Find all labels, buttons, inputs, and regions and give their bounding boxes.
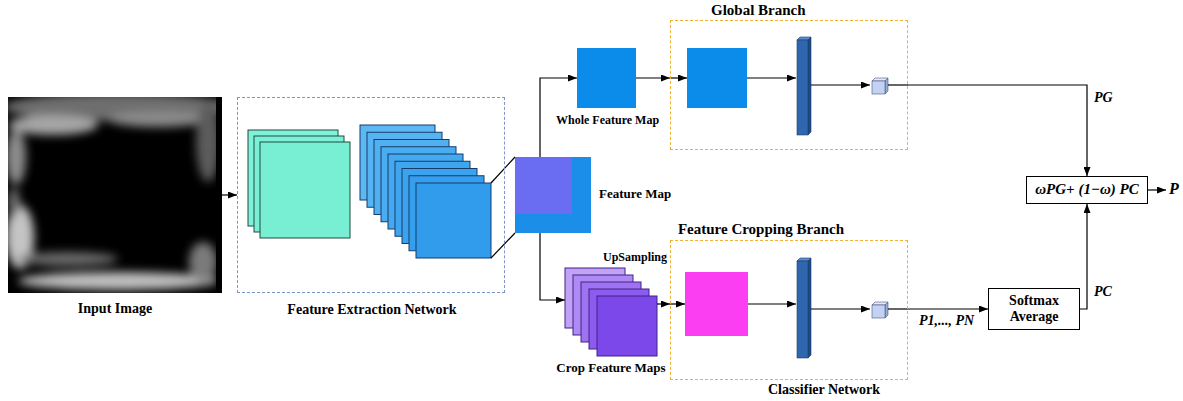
crop-region — [515, 157, 572, 214]
tissue-blob — [108, 111, 208, 127]
connector — [505, 157, 515, 168]
output-symbol: P — [1169, 180, 1179, 198]
inner-line — [888, 308, 908, 309]
node-label: ωPG+ (1−ω) PC — [1035, 181, 1138, 198]
tissue-blob — [18, 272, 218, 290]
operation-label: UpSampling — [603, 251, 667, 265]
connector — [636, 77, 670, 78]
inner-line — [888, 84, 908, 85]
tissue-blob — [189, 242, 217, 282]
node-label: Global Branch — [711, 2, 806, 19]
connector — [540, 233, 565, 300]
node-label: Input Image — [8, 301, 222, 317]
inner-arrow — [748, 303, 796, 304]
deep-feature-layer — [416, 183, 491, 258]
node-label: Whole Feature Map — [556, 114, 659, 128]
global-feature-map — [687, 48, 747, 108]
output-arrow — [1148, 189, 1166, 190]
zoom-line — [491, 233, 515, 258]
output-cube — [872, 81, 885, 94]
connector — [222, 194, 237, 195]
zoom-line — [491, 168, 505, 183]
node-label: Softmax Average — [995, 293, 1073, 325]
ultrasound-image — [3, 93, 233, 293]
tissue-blob — [18, 252, 118, 266]
fc-layer-side — [808, 258, 811, 358]
feature-extraction-network: Feature Extraction Network — [237, 97, 505, 293]
crop-feature-map — [597, 296, 657, 356]
upsampled-feature-map — [685, 272, 748, 336]
tissue-blob — [8, 188, 20, 216]
conv-feature-layer — [260, 142, 350, 238]
node-label: Feature Extraction Network — [238, 302, 506, 318]
sub-label: Classifier Network — [744, 382, 904, 398]
edge-label: PC — [1093, 284, 1113, 300]
connector — [908, 85, 1087, 176]
image-edge-bar — [216, 97, 222, 293]
connector — [908, 308, 988, 309]
edge-label: PG — [1093, 90, 1114, 106]
inner-arrow — [670, 77, 687, 78]
feature-cropping-branch: Feature Cropping BranchClassifier Networ… — [670, 240, 908, 380]
connector — [1080, 204, 1087, 309]
edge-label: P1,..., PN — [918, 313, 975, 329]
output-cube-side — [885, 302, 888, 318]
inner-arrow — [670, 303, 685, 304]
tissue-blob — [8, 115, 98, 135]
inner-arrow — [811, 308, 870, 309]
tissue-blob — [8, 129, 26, 185]
node-label: Feature Cropping Branch — [671, 221, 851, 238]
fc-layer-side — [808, 37, 811, 135]
whole-feature-map: Whole Feature Map — [577, 48, 636, 108]
softmax-average-box: Softmax Average — [988, 288, 1080, 330]
node-label: Feature Map — [599, 187, 671, 202]
global-branch: Global Branch — [670, 20, 908, 150]
inner-arrow — [811, 84, 870, 85]
fc-layer — [797, 40, 808, 135]
fusion-formula-box: ωPG+ (1−ω) PC — [1026, 176, 1148, 204]
ultrasound-tissue — [8, 97, 222, 290]
connector — [657, 303, 670, 304]
ultrasound-ground — [8, 97, 222, 293]
feature-map: Feature Map — [515, 157, 591, 233]
node-label: Crop Feature Maps — [525, 361, 697, 376]
fc-layer — [797, 261, 808, 358]
inner-arrow — [747, 77, 796, 78]
input-image: Input Image — [8, 97, 222, 293]
crop-feature-maps: Crop Feature Maps — [565, 268, 657, 356]
output-cube-side — [885, 78, 888, 94]
output-cube — [872, 305, 885, 318]
